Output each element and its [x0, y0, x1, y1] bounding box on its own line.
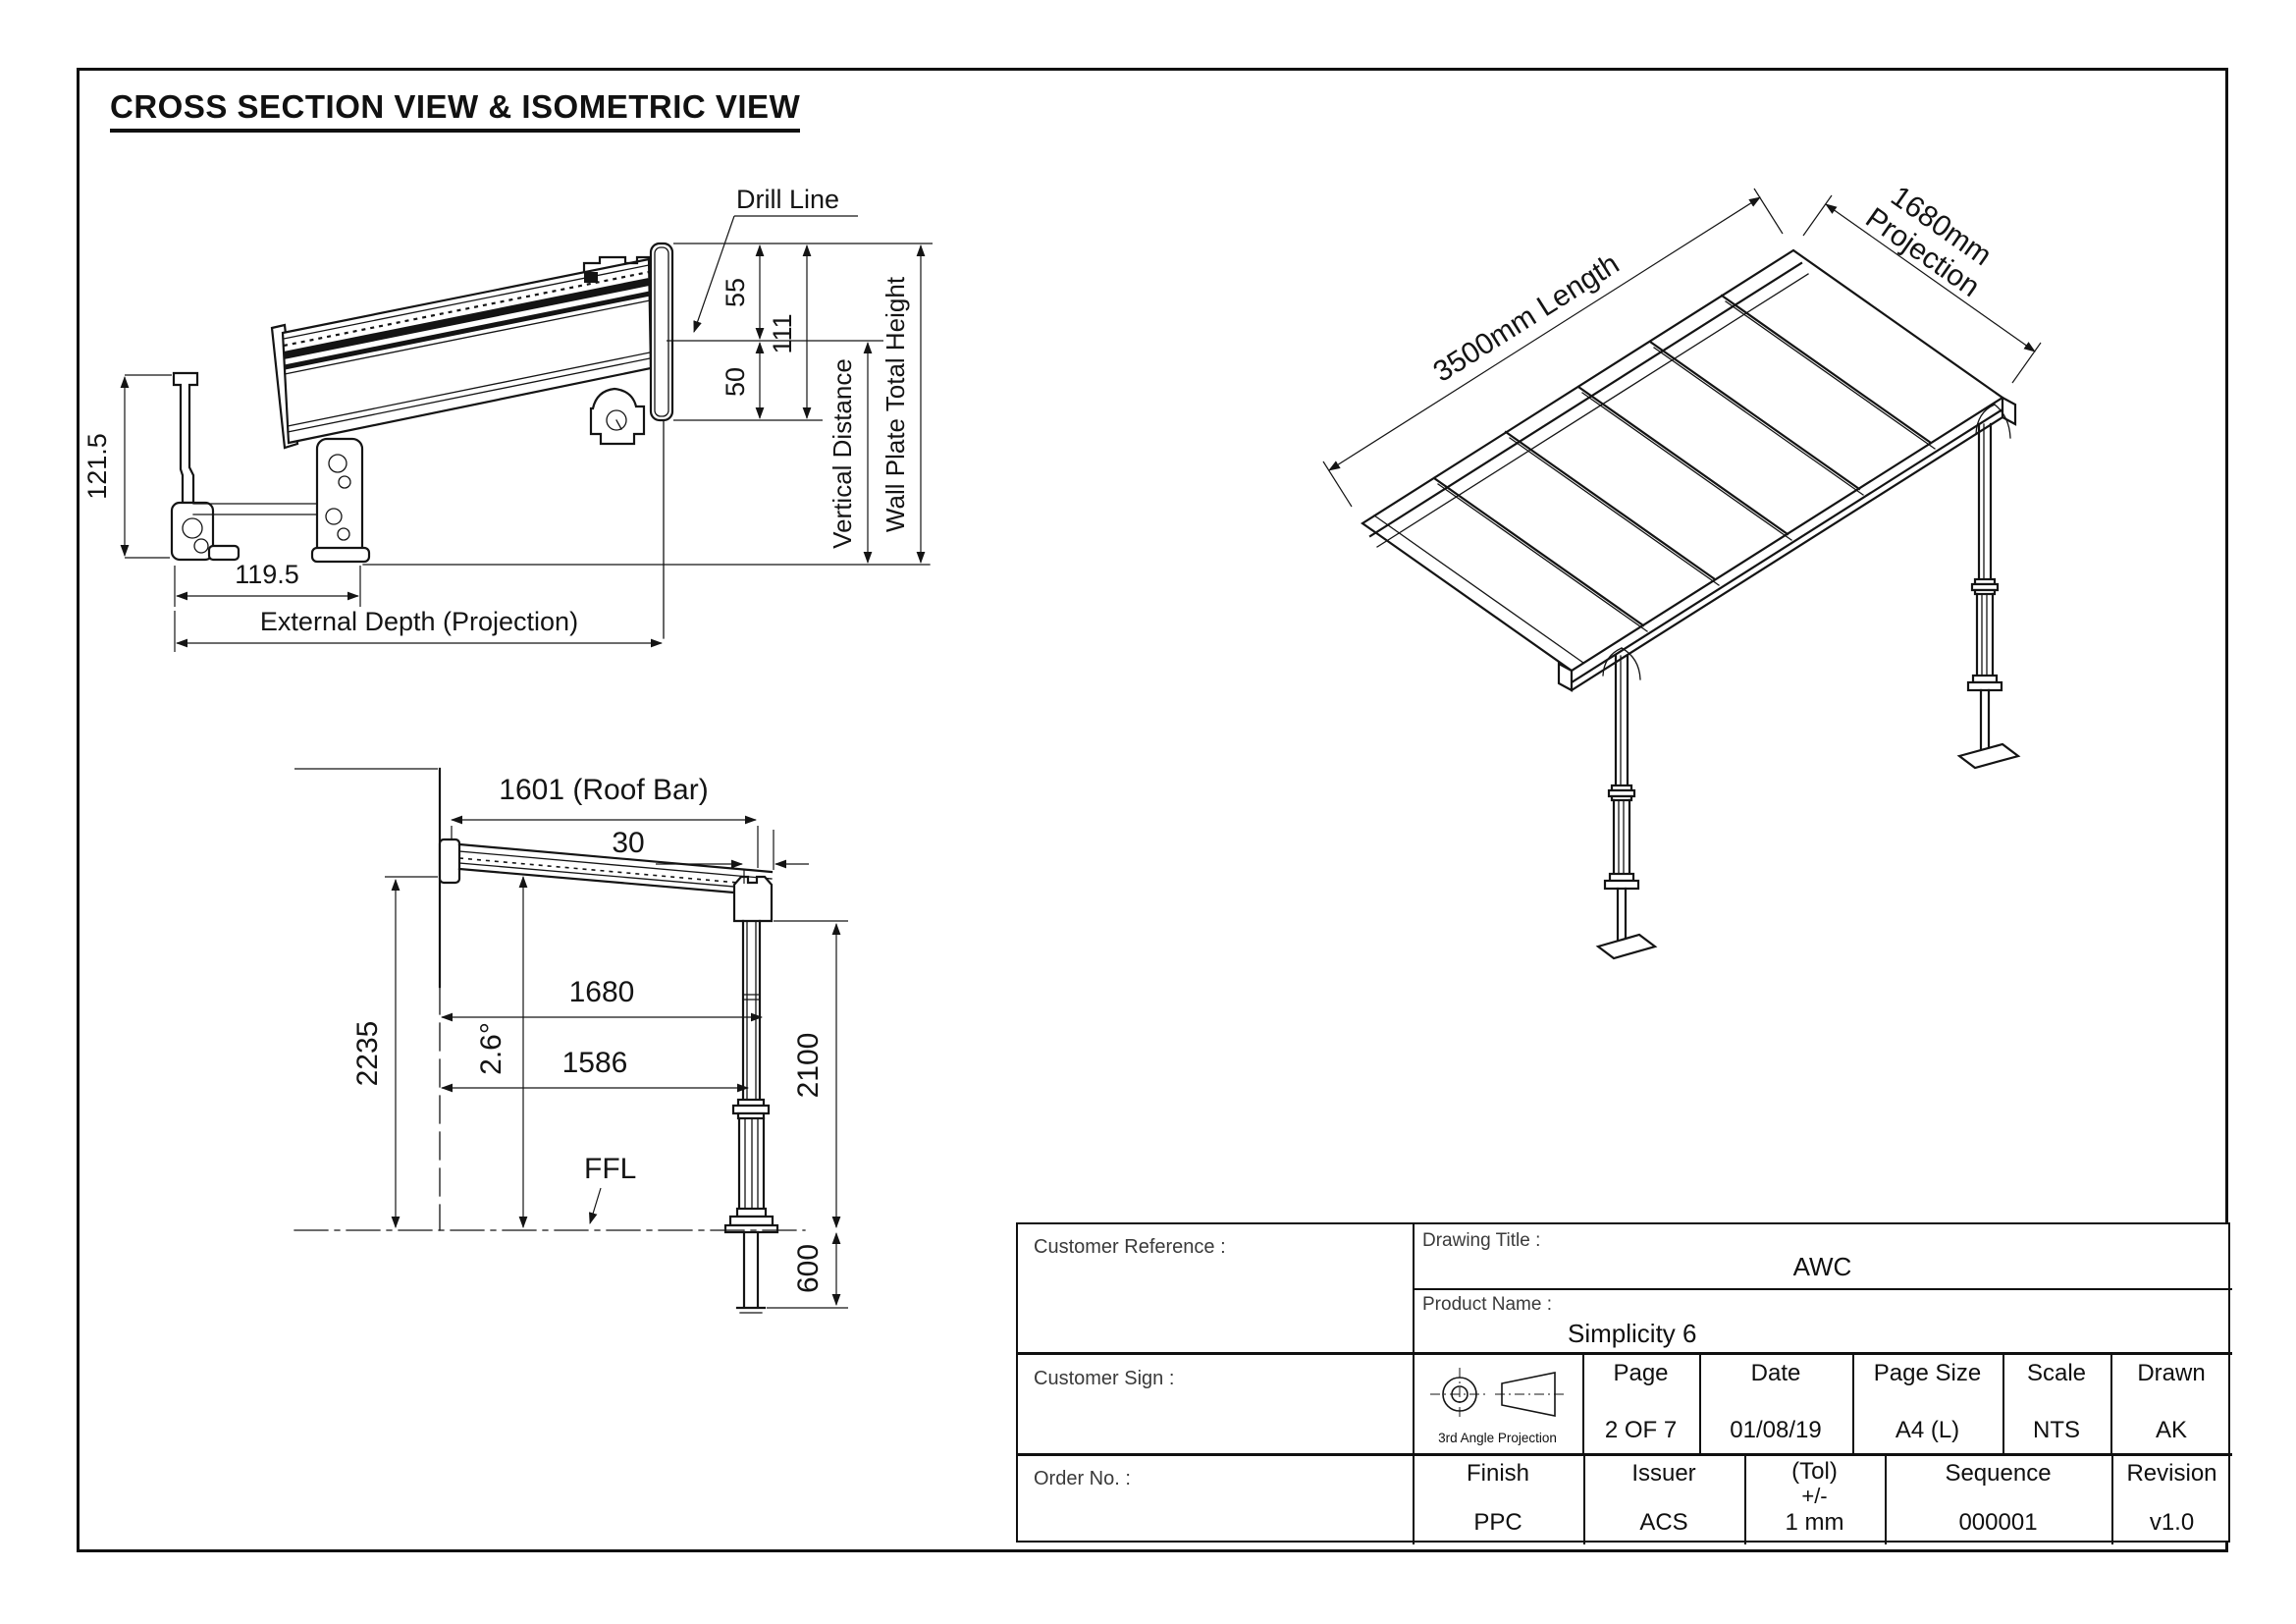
dim-1680-projection: 1680mmProjection	[1859, 175, 2003, 303]
dim-wall-plate-total-height: Wall Plate Total Height	[881, 276, 910, 532]
dim-121-5: 121.5	[82, 433, 112, 500]
dim-55: 55	[721, 278, 750, 307]
sequence-label: Sequence	[1945, 1460, 2052, 1487]
issuer-value: ACS	[1639, 1509, 1688, 1536]
drill-line-label: Drill Line	[736, 185, 839, 214]
finish-value: PPC	[1473, 1509, 1522, 1536]
tol-label: (Tol)	[1791, 1458, 1838, 1485]
dim-roof-bar: 1601 (Roof Bar)	[499, 774, 708, 806]
dim-119-5: 119.5	[235, 560, 299, 589]
dim-600: 600	[792, 1244, 825, 1293]
page-border	[77, 68, 2228, 1552]
scale-label: Scale	[2026, 1360, 2087, 1386]
dim-2100: 2100	[792, 1033, 825, 1099]
post-cap	[732, 875, 774, 923]
finish-label: Finish	[1466, 1460, 1530, 1487]
gutter-clamp	[589, 387, 646, 446]
gutter-back-foot	[170, 501, 215, 562]
page-label: Page	[1613, 1360, 1669, 1386]
customer-sign-label: Customer Sign :	[1034, 1368, 1175, 1389]
drawn-value: AK	[2155, 1417, 2187, 1443]
dim-111: 111	[768, 313, 797, 353]
date-value: 01/08/19	[1730, 1417, 1822, 1443]
drawing-title-label: Drawing Title :	[1422, 1230, 1541, 1251]
issuer-label: Issuer	[1631, 1460, 1696, 1487]
page-title: CROSS SECTION VIEW & ISOMETRIC VIEW	[110, 88, 801, 133]
gutter-front-lip	[310, 546, 371, 564]
dim-angle: 2.6°	[475, 1022, 507, 1075]
product-name-label: Product Name :	[1422, 1294, 1552, 1315]
ridge-bracket	[582, 255, 653, 274]
projection-caption: 3rd Angle Projection	[1438, 1431, 1557, 1445]
page-size-value: A4 (L)	[1895, 1417, 1960, 1443]
isometric-view: 3500mm Length 1680mmProjection	[1322, 175, 2042, 960]
third-angle-projection-icon	[1430, 1368, 1564, 1421]
gutter-back-profile	[172, 371, 199, 505]
revision-value: v1.0	[2149, 1509, 2195, 1536]
order-no-label: Order No. :	[1034, 1468, 1131, 1489]
customer-reference-label: Customer Reference :	[1034, 1236, 1226, 1258]
dim-external-depth: External Depth (Projection)	[260, 607, 578, 636]
wall-plate-profile	[649, 242, 674, 422]
cross-section-view: 121.5 119.5 External Depth (Projection) …	[82, 185, 933, 652]
dim-30: 30	[612, 827, 644, 859]
drawn-label: Drawn	[2137, 1360, 2206, 1386]
gutter-back-lip	[207, 544, 240, 562]
title-block: Customer Reference : Customer Sign : Ord…	[1016, 1222, 2232, 1544]
date-label: Date	[1750, 1360, 1801, 1386]
dim-1680: 1680	[569, 976, 635, 1008]
revision-label: Revision	[2126, 1460, 2217, 1487]
dim-2235: 2235	[351, 1021, 384, 1087]
wall-bracket	[438, 838, 461, 885]
dim-1586: 1586	[562, 1047, 628, 1079]
ffl-label: FFL	[584, 1153, 636, 1185]
page-value: 2 OF 7	[1604, 1417, 1678, 1443]
page-size-label: Page Size	[1873, 1360, 1982, 1386]
scale-value: NTS	[2033, 1417, 2080, 1443]
dim-vertical-distance: Vertical Distance	[828, 358, 857, 549]
dim-50: 50	[721, 367, 750, 397]
dim-3500-length: 3500mm Length	[1427, 247, 1625, 389]
tol-value: 1 mm	[1785, 1509, 1844, 1536]
drawing-title-value: AWC	[1792, 1252, 1852, 1281]
sequence-value: 000001	[1958, 1509, 2038, 1536]
product-name-value: Simplicity 6	[1568, 1319, 1697, 1348]
tol-label-2: +/-	[1801, 1484, 1828, 1508]
side-elevation-view: 2235 2.6° 1680 1586	[294, 767, 848, 1314]
